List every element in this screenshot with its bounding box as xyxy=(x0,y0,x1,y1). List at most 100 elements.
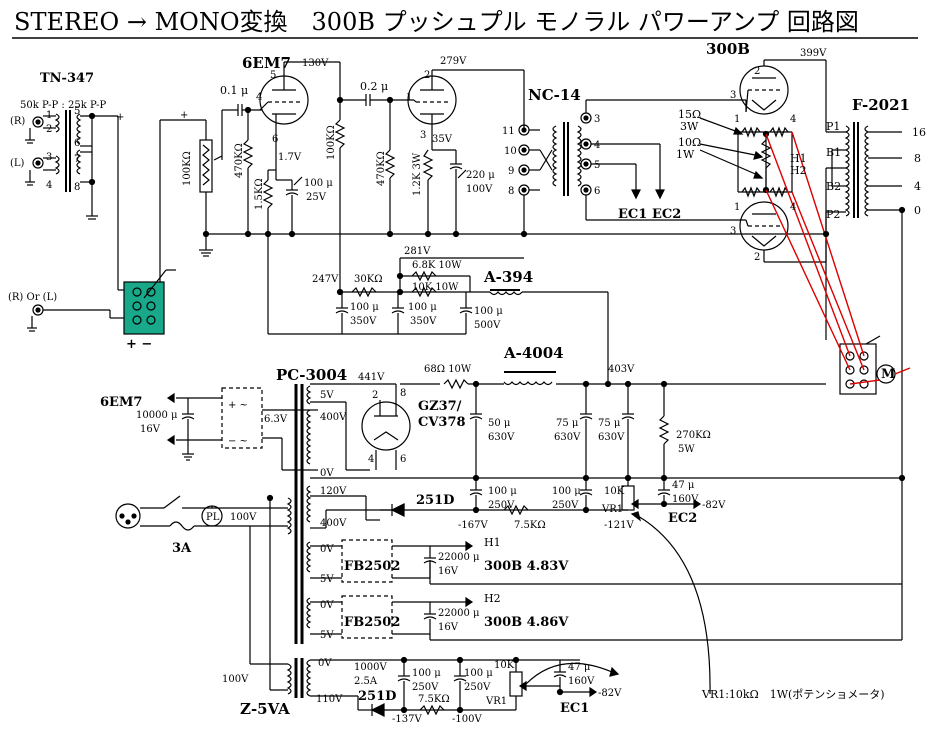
tap-8: 8 xyxy=(914,152,921,165)
label-in-mono: (R) Or (L) xyxy=(8,292,57,303)
label-tn347-ratio: 50k P-P : 25k P-P xyxy=(20,100,107,111)
label-v281: 281V xyxy=(404,246,431,257)
label-c50: 50 μ xyxy=(488,418,511,429)
label-c100-350a-v: 350V xyxy=(350,316,377,327)
nc-pin-4: 4 xyxy=(594,140,600,151)
label-pin-4: 4 xyxy=(256,92,262,103)
label-ec2: EC2 xyxy=(652,207,681,222)
label-v441: 441V xyxy=(358,372,385,383)
label-251d-a: 251D xyxy=(416,493,454,508)
label-r10k-b: 10K xyxy=(494,660,515,671)
nc-pin-11: 11 xyxy=(502,126,515,137)
switch-plus: + − xyxy=(126,337,152,352)
label-vm121: -121V xyxy=(604,520,634,531)
label-300b-pin1: 1 xyxy=(734,114,740,125)
label-v2-pin-2: 2 xyxy=(424,70,430,81)
label-r68k: 6.8K 10W xyxy=(412,260,462,271)
label-c75a-v: 630V xyxy=(554,432,581,443)
label-v1-rk: 1.5KΩ xyxy=(254,178,265,210)
label-r75k-b: 7.5KΩ xyxy=(418,694,450,705)
label-in-l: (L) xyxy=(10,158,25,169)
label-300b-b-pin1: 1 xyxy=(734,202,740,213)
label-c25a: 2.5A xyxy=(354,676,378,687)
label-pc3004: PC-3004 xyxy=(276,366,347,384)
label-c100-250a-v: 250V xyxy=(488,500,515,511)
label-v2-ckv: 100V xyxy=(466,184,493,195)
label-c47-v: 160V xyxy=(672,494,699,505)
label-300b: 300B xyxy=(706,40,750,58)
label-ec2-supply: EC2 xyxy=(668,511,697,526)
label-r10k-vr: 10K xyxy=(604,486,625,497)
label-c75b-v: 630V xyxy=(598,432,625,443)
label-300b-pin2: 2 xyxy=(754,66,760,77)
label-r270k-w: 5W xyxy=(678,444,695,455)
label-c100-500-v: 500V xyxy=(474,320,501,331)
label-vr1-b: VR1 xyxy=(485,696,507,707)
label-c100-250d-v: 250V xyxy=(464,682,491,693)
pin-5: 5 xyxy=(74,106,80,117)
label-c100-350b-v: 350V xyxy=(410,316,437,327)
label-v247: 247V xyxy=(312,274,339,285)
label-300b-b-pin3: 3 xyxy=(730,226,736,237)
label-v2-rk: 1.2K 3W xyxy=(412,152,423,196)
label-r68: 68Ω 10W xyxy=(424,364,472,375)
label-c47: 47 μ xyxy=(672,480,695,491)
label-z-100v: 100V xyxy=(222,674,249,685)
nc-pin-5: 5 xyxy=(594,160,600,171)
label-cv378: CV378 xyxy=(418,415,466,430)
label-z-0v: 0V xyxy=(318,658,332,669)
label-c100-500: 100 μ xyxy=(474,306,503,317)
label-r15: 15Ω xyxy=(678,108,701,121)
label-r75k: 7.5KΩ xyxy=(514,520,546,531)
label-c100-250c-v: 250V xyxy=(412,682,439,693)
label-v63: 6.3V xyxy=(264,414,288,425)
label-c1000: 1000V xyxy=(354,662,387,673)
pin-2: 2 xyxy=(46,124,52,135)
label-c100-250a: 100 μ xyxy=(488,486,517,497)
label-c22000b: 22000 μ xyxy=(438,608,480,619)
label-v1-ckv: 25V xyxy=(306,192,327,203)
label-tap0v: 0V xyxy=(320,468,334,479)
label-c47-b-v: 160V xyxy=(568,676,595,687)
label-vm82-b: -82V xyxy=(598,688,622,699)
label-v1-ck: 100 μ xyxy=(304,178,333,189)
label-vr-in: 100KΩ xyxy=(182,151,193,186)
pin-7: 7 xyxy=(74,154,80,165)
label-pl: PL xyxy=(206,512,220,523)
tap-16: 16 xyxy=(912,126,926,139)
label-meter: M xyxy=(881,367,895,382)
label-v483: 300B 4.83V xyxy=(484,559,569,574)
label-f2021: F-2021 xyxy=(852,96,910,114)
label-h1: H1 xyxy=(790,152,807,165)
label-c75a: 75 μ xyxy=(556,418,579,429)
label-ec1-supply: EC1 xyxy=(560,701,589,716)
label-c22000a: 22000 μ xyxy=(438,552,480,563)
label-fb2502-a: FB2502 xyxy=(344,559,400,574)
label-v2-pin-3: 3 xyxy=(420,130,426,141)
label-nc14: NC-14 xyxy=(528,86,581,104)
label-a394: A-394 xyxy=(483,268,533,286)
label-fb-0v-a: 0V xyxy=(320,544,334,555)
label-c75b: 75 μ xyxy=(598,418,621,429)
label-c10000: 10000 μ xyxy=(136,410,178,421)
label-gz-pin2: 2 xyxy=(372,390,378,401)
label-h1-out: H1 xyxy=(484,536,501,549)
label-r270k: 270KΩ xyxy=(676,430,711,441)
label-251d-b: 251D xyxy=(358,689,396,704)
label-300b-b-pin4: 4 xyxy=(790,202,796,213)
label-r30k: 30KΩ xyxy=(354,274,383,285)
label-pin-5: 5 xyxy=(270,70,276,81)
label-fb-5v-b: 5V xyxy=(320,630,334,641)
label-v403: 403V xyxy=(608,364,635,375)
label-c10000-v: 16V xyxy=(140,424,161,435)
label-vm137: -137V xyxy=(392,714,422,725)
tap-0: 0 xyxy=(914,204,921,217)
label-ec1: EC1 xyxy=(618,207,647,222)
label-fuse: 3A xyxy=(172,541,192,556)
label-z5va: Z-5VA xyxy=(240,700,290,718)
label-vm82: -82V xyxy=(702,500,726,511)
label-gz-pin4: 4 xyxy=(368,454,374,465)
label-c-coup: 0.2 μ xyxy=(360,80,388,93)
label-300b-pin4: 4 xyxy=(790,114,796,125)
